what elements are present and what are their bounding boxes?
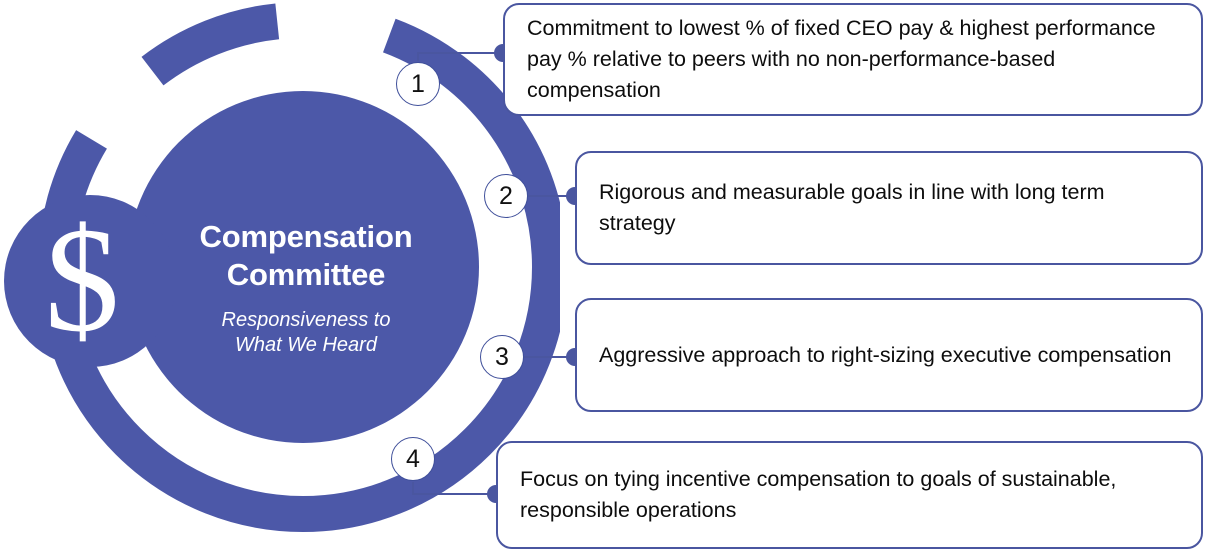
step-badge-3[interactable]: 3 [480,335,524,379]
item-card-2[interactable]: Rigorous and measurable goals in line wi… [575,151,1203,265]
item-card-1[interactable]: Commitment to lowest % of fixed CEO pay … [503,3,1203,116]
item-card-3[interactable]: Aggressive approach to right-sizing exec… [575,298,1203,412]
hub-title-line-1: Compensation [199,219,413,254]
hub-inner-disc [127,91,479,443]
hub-dollar-bubble [4,195,176,367]
step-badge-1[interactable]: 1 [396,62,440,106]
step-badge-3-number: 3 [495,342,509,371]
hub-title: Compensation Committee [176,218,436,294]
step-badge-4-number: 4 [406,444,420,473]
step-badge-4[interactable]: 4 [391,437,435,481]
dollar-sign-icon: $ [45,197,120,363]
hub-subtitle-line-2: What We Heard [235,334,377,356]
step-badge-1-number: 1 [411,69,425,98]
hub-subtitle: Responsiveness to What We Heard [176,308,436,358]
compensation-committee-hub: $ [4,2,560,532]
item-card-3-text: Aggressive approach to right-sizing exec… [599,342,1172,367]
item-card-4[interactable]: Focus on tying incentive compensation to… [496,441,1203,549]
step-badge-2[interactable]: 2 [484,174,528,218]
hub-title-line-2: Committee [226,257,386,292]
item-card-2-text: Rigorous and measurable goals in line wi… [599,180,1105,235]
item-card-1-text: Commitment to lowest % of fixed CEO pay … [527,16,1156,102]
step-badge-2-number: 2 [499,181,513,210]
hub-subtitle-line-1: Responsiveness to [221,309,391,331]
item-card-4-text: Focus on tying incentive compensation to… [520,467,1117,522]
